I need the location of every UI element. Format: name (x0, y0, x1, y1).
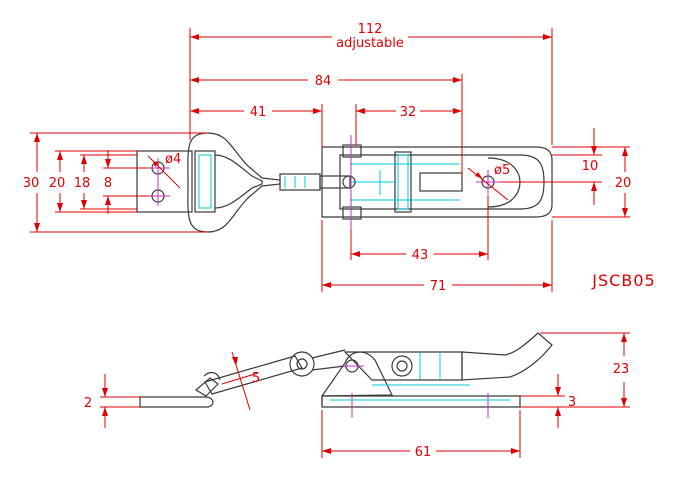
side-mounting-plate (139, 396, 214, 408)
dim-23: 23 (613, 362, 630, 377)
dim-61: 61 (415, 445, 432, 460)
side-link-hole (296, 358, 308, 370)
drawing-code: JSCB05 (591, 271, 655, 290)
lever-block (394, 151, 412, 213)
dim-8: 8 (104, 176, 112, 191)
top-view (136, 132, 553, 233)
side-lever-handle (461, 332, 553, 381)
dim-71: 71 (430, 279, 447, 294)
dim-18: 18 (74, 176, 91, 191)
pivot-hole (342, 175, 356, 189)
mounting-plate (136, 150, 193, 213)
hook-bar (194, 150, 216, 213)
dim-84: 84 (315, 74, 332, 89)
lever-block-hidden (397, 154, 409, 210)
side-lever-boss (391, 355, 413, 377)
dim-30: 30 (23, 176, 40, 191)
dim-32: 32 (400, 105, 417, 120)
side-view-dimensions (100, 332, 630, 458)
dim-hole-5: ø5 (494, 163, 510, 178)
eye-inner (214, 154, 263, 209)
side-rod (311, 365, 346, 371)
hook-bar-hidden (198, 154, 212, 209)
dim-112: 112 (358, 22, 383, 37)
dim-20-right: 20 (615, 176, 632, 191)
side-view (139, 332, 553, 418)
threaded-rod (279, 173, 321, 191)
side-lever-hole (396, 360, 408, 372)
dim-3: 3 (568, 395, 576, 410)
dim-2: 2 (84, 396, 92, 411)
dim-43: 43 (412, 248, 429, 263)
dim-hole-4: ø4 (165, 152, 181, 167)
side-rod (311, 349, 346, 359)
side-link-eye (289, 351, 315, 377)
dim-adjustable: adjustable (336, 36, 404, 51)
dim-10: 10 (582, 159, 599, 174)
hinge-top (342, 144, 362, 158)
side-link (204, 355, 303, 395)
dim-41: 41 (250, 105, 267, 120)
lever-slot (419, 172, 463, 192)
hinge-bottom (342, 206, 362, 220)
top-view-dimensions (30, 28, 630, 292)
eye-plate-outline (187, 132, 281, 233)
dim-20-left: 20 (49, 176, 66, 191)
latch-body-outline (321, 146, 553, 218)
dim-5: 5 (252, 371, 260, 386)
